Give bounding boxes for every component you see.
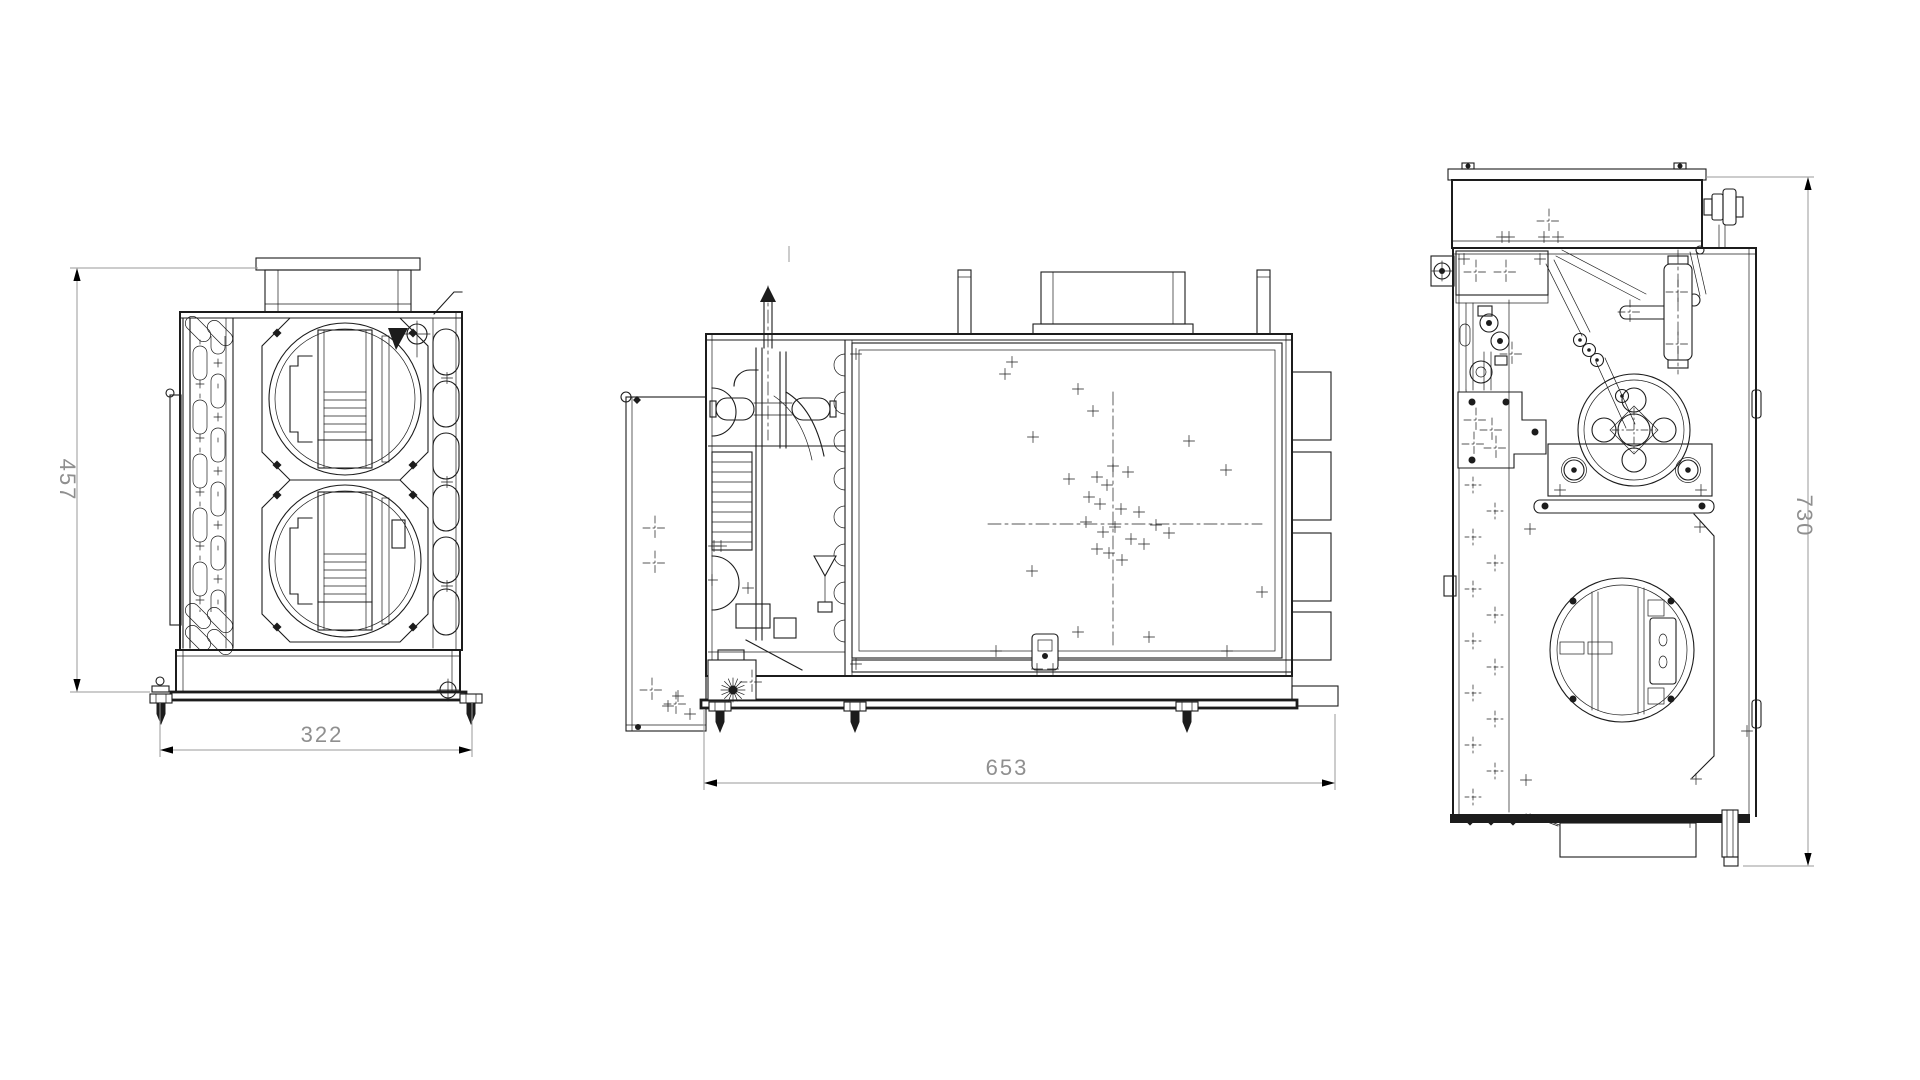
blower-wheel-lower [289, 491, 390, 631]
side-top-duct [1032, 271, 1194, 335]
dimension-annotations: 457 322 653 730 [55, 176, 1817, 867]
left-edge-clip [1443, 575, 1457, 597]
side-foot-1 [708, 701, 732, 734]
side-base-frame [662, 659, 1299, 720]
dimension-front-height: 457 [55, 267, 258, 693]
front-coil-panel [182, 315, 234, 656]
inspection-opening [1549, 577, 1695, 723]
front-top-duct [255, 257, 421, 313]
fan-opening-upper [261, 317, 431, 481]
right-tab-lower [1751, 699, 1762, 729]
filter-drier [1663, 249, 1693, 375]
side-casing [705, 333, 1293, 677]
rear-left-bracket [1430, 255, 1455, 287]
fan-wheel-side [1559, 587, 1677, 715]
dimension-label-730: 730 [1792, 495, 1817, 538]
drain-pipe [1721, 809, 1739, 867]
fan-opening-lower [261, 479, 429, 643]
dimension-rear-height: 730 [1706, 176, 1817, 867]
door-bottom-rail [851, 633, 1293, 675]
dimension-label-457: 457 [55, 459, 80, 502]
chamfered-panel [1520, 513, 1715, 786]
door-plus-marks [850, 348, 1268, 670]
blower-wheel-upper [289, 329, 390, 469]
valve-cluster [1459, 302, 1525, 403]
door-latch [391, 519, 406, 549]
terminal-box [1447, 162, 1707, 249]
side-foot-3 [1175, 701, 1199, 734]
front-header-column [432, 291, 463, 649]
front-foot-left [149, 676, 173, 726]
rear-base-plate [1450, 814, 1750, 823]
dimension-front-width: 322 [159, 703, 473, 757]
front-foot-right [459, 693, 483, 726]
side-connection-stubs [1291, 371, 1339, 707]
dimension-label-322: 322 [301, 722, 344, 747]
front-view [149, 257, 483, 726]
right-tab-upper [1751, 389, 1762, 419]
machinery-compartment [708, 347, 846, 671]
riser-pipe [760, 285, 776, 441]
dimension-label-653: 653 [986, 755, 1029, 780]
side-appendix-panel [620, 391, 707, 732]
access-door [850, 342, 1283, 670]
motor-mount-plate [1533, 443, 1715, 514]
front-side-panel [165, 388, 182, 626]
sensor-fitting [388, 320, 431, 358]
rear-view [1430, 162, 1762, 867]
bottom-duct [1559, 822, 1697, 858]
rear-casing [1450, 247, 1757, 823]
front-base-frame [169, 649, 468, 702]
perforated-panel [1462, 299, 1510, 813]
dimension-side-length: 653 [703, 710, 1336, 790]
side-foot-2 [843, 701, 867, 734]
upper-junction-box [1455, 250, 1549, 304]
lower-left-plate [1457, 391, 1547, 469]
cable-gland [1703, 188, 1744, 249]
rear-bottom-fittings [1464, 809, 1739, 867]
side-view [620, 246, 1339, 734]
wheel-assembly [1577, 373, 1691, 487]
